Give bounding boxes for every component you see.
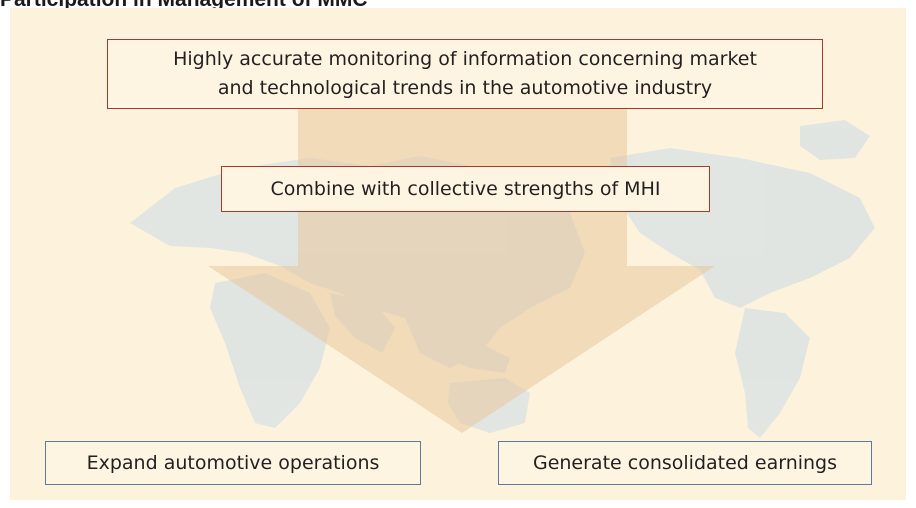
figure-title: Participation in Management of MMC [0,0,916,12]
consolidated-earnings-label: Generate consolidated earnings [532,452,838,474]
monitoring-box: Highly accurate monitoring of informatio… [107,39,823,109]
south-america-landmass [735,308,810,438]
monitoring-box-line2: and technological trends in the automoti… [217,77,713,99]
combine-strengths-box: Combine with collective strengths of MHI [221,166,710,212]
combine-strengths-label: Combine with collective strengths of MHI [270,178,661,200]
expand-operations-box: Expand automotive operations [45,441,421,485]
expand-operations-label: Expand automotive operations [86,452,380,474]
greenland-landmass [800,120,870,160]
diagram-panel: Highly accurate monitoring of informatio… [10,8,906,500]
consolidated-earnings-box: Generate consolidated earnings [498,441,872,485]
monitoring-box-line1: Highly accurate monitoring of informatio… [173,48,757,70]
